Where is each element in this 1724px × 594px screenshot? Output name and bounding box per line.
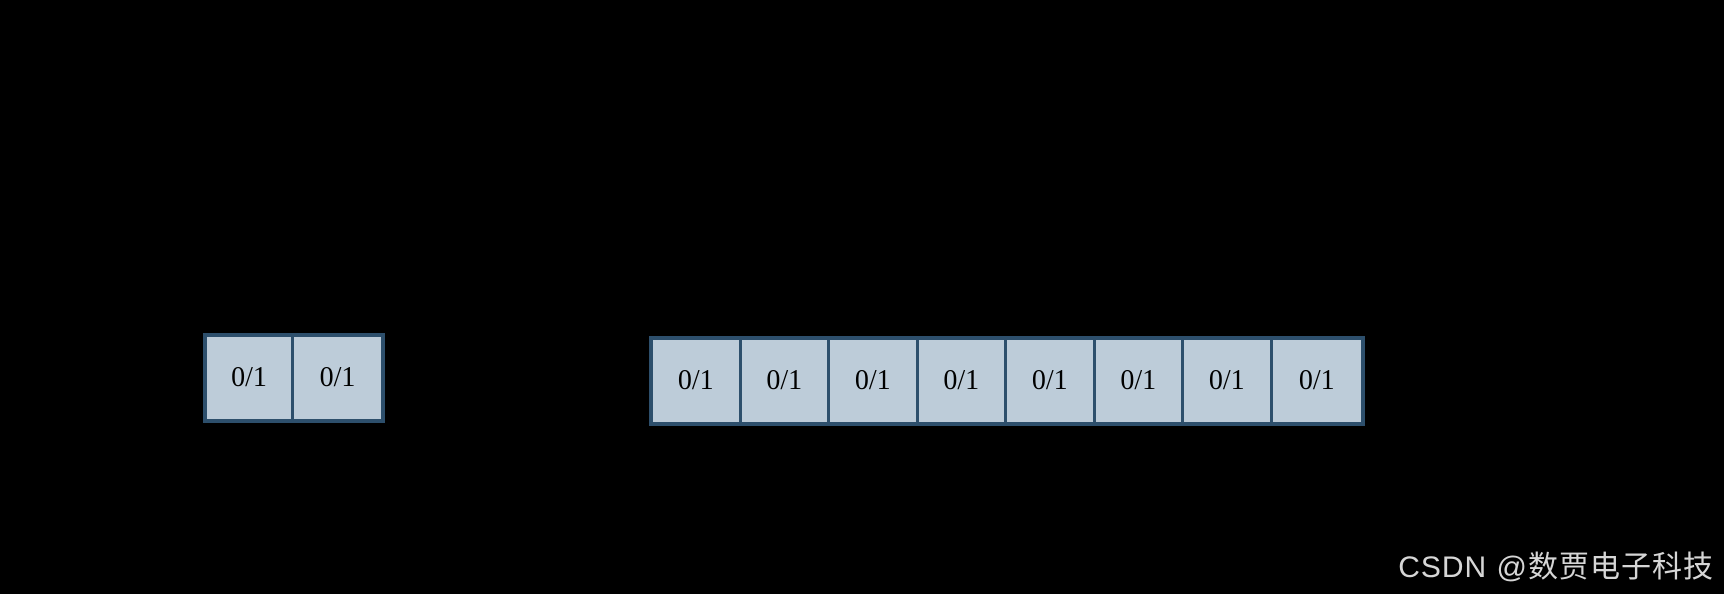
watermark-text: CSDN @数贾电子科技 — [1398, 551, 1714, 584]
cell[interactable]: 0/1 — [1272, 340, 1361, 422]
cell[interactable]: 0/1 — [1095, 340, 1184, 422]
cell[interactable]: 0/1 — [1184, 340, 1273, 422]
cell[interactable]: 0/1 — [741, 340, 830, 422]
cell[interactable]: 0/1 — [653, 340, 742, 422]
cell[interactable]: 0/1 — [207, 337, 295, 419]
cell[interactable]: 0/1 — [294, 337, 381, 419]
cell[interactable]: 0/1 — [830, 340, 919, 422]
cell-group-right: 0/1 0/1 0/1 0/1 0/1 0/1 0/1 0/1 — [649, 336, 1365, 426]
cell-group-left: 0/1 0/1 — [203, 333, 385, 423]
cell[interactable]: 0/1 — [1007, 340, 1096, 422]
cell[interactable]: 0/1 — [918, 340, 1007, 422]
